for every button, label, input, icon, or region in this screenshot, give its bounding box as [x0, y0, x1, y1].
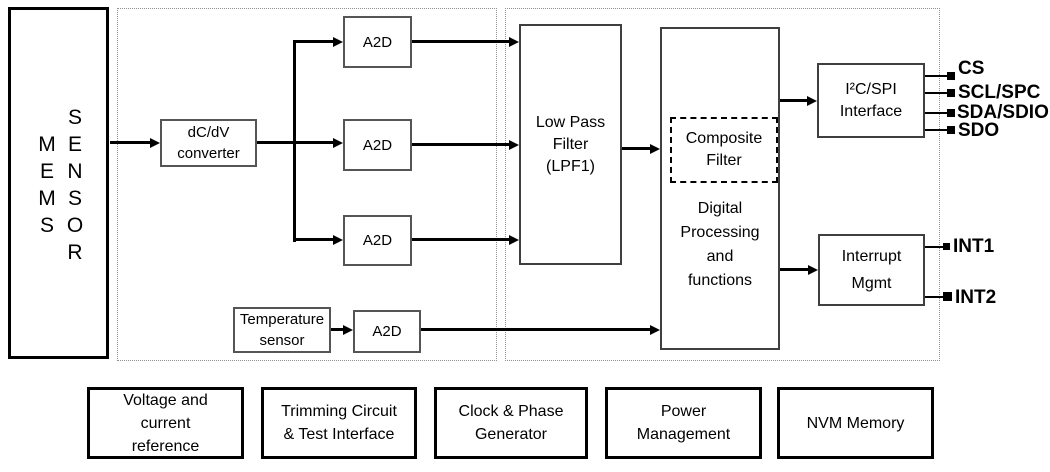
- pin-line-int1: [925, 246, 944, 248]
- low-pass-filter-block: Low Pass Filter (LPF1): [519, 24, 622, 265]
- pin-line-sda-sdio: [925, 112, 948, 114]
- line-lpf-to-digital: [622, 147, 651, 150]
- arrowhead-digital-to-interrupt: [808, 265, 818, 275]
- a2d-mid-block: A2D: [343, 119, 412, 171]
- pin-label-scl-spc: SCL/SPC: [958, 82, 1041, 103]
- digital-processing-label: Digital Processing and functions: [680, 200, 760, 289]
- temperature-sensor-block: Temperature sensor: [233, 307, 331, 353]
- pin-line-cs: [925, 75, 948, 77]
- dcdv-converter-block: dC/dV converter: [160, 119, 257, 167]
- line-a2d-mid-to-lpf: [412, 143, 510, 146]
- line-a2d-top-to-lpf: [412, 40, 510, 43]
- arrowhead-a2d-bottom-to-lpf: [509, 235, 519, 245]
- arrowhead-a2d-mid-to-lpf: [509, 140, 519, 150]
- nvm-memory-block: NVM Memory: [777, 387, 934, 459]
- mems-vertical-word: M E M S: [38, 133, 56, 237]
- power-management-block: Power Management: [605, 387, 762, 459]
- arrowhead-branch-to-a2d-top: [333, 37, 343, 47]
- pin-line-scl-spc: [925, 92, 948, 94]
- i2c-spi-interface-block: I²C/SPI Interface: [817, 63, 925, 138]
- a2d-temperature-block: A2D: [353, 310, 421, 353]
- mems-sensor-block: [8, 7, 109, 359]
- line-branch-to-a2d-top: [295, 40, 334, 43]
- sensor-vertical-word: S E N S O R: [66, 106, 84, 264]
- composite-filter-block: Composite Filter: [670, 117, 778, 183]
- pin-square-sdo: [947, 126, 955, 134]
- voltage-current-reference-block: Voltage and current reference: [87, 387, 244, 459]
- pin-line-int2: [925, 296, 944, 298]
- line-branch-to-a2d-bottom: [295, 238, 334, 241]
- digital-processing-block: Composite Filter Digital Processing and …: [660, 27, 780, 350]
- pin-square-sda-sdio: [947, 109, 955, 117]
- arrowhead-lpf-to-digital: [650, 144, 660, 154]
- digital-section-container: [505, 8, 940, 361]
- pin-label-sda-sdio: SDA/SDIO: [957, 102, 1049, 123]
- a2d-top-block: A2D: [343, 16, 412, 68]
- line-temp-to-a2d: [331, 328, 344, 331]
- line-a2d-temp-to-digital: [421, 328, 651, 331]
- arrowhead-dcdv-to-a2d-mid: [333, 138, 343, 148]
- arrowhead-temp-to-a2d: [343, 325, 353, 335]
- arrowhead-a2d-temp-to-digital: [650, 325, 660, 335]
- pin-label-sdo: SDO: [958, 120, 1000, 141]
- line-digital-to-interrupt: [780, 268, 809, 271]
- pin-label-cs: CS: [958, 58, 985, 79]
- pin-line-sdo: [925, 129, 948, 131]
- analog-section-container: [117, 8, 497, 361]
- trimming-circuit-test-interface-block: Trimming Circuit & Test Interface: [261, 387, 417, 459]
- line-mems-to-dcdv: [110, 141, 151, 144]
- arrowhead-branch-to-a2d-bottom: [333, 235, 343, 245]
- pin-label-int1: INT1: [953, 236, 995, 257]
- pin-square-int1: [943, 243, 950, 250]
- arrowhead-a2d-top-to-lpf: [509, 37, 519, 47]
- pin-square-scl-spc: [947, 89, 955, 97]
- pin-square-cs: [947, 72, 955, 80]
- clock-phase-generator-block: Clock & Phase Generator: [434, 387, 588, 459]
- arrowhead-digital-to-i2c: [807, 96, 817, 106]
- pin-square-int2: [943, 292, 952, 301]
- pin-label-int2: INT2: [955, 287, 997, 308]
- interrupt-mgmt-block: Interrupt Mgmt: [818, 234, 925, 306]
- line-digital-to-i2c: [780, 99, 808, 102]
- a2d-bottom-block: A2D: [343, 215, 412, 266]
- branch-vertical-line: [293, 40, 296, 242]
- arrowhead-mems-to-dcdv: [150, 138, 160, 148]
- line-a2d-bottom-to-lpf: [412, 238, 510, 241]
